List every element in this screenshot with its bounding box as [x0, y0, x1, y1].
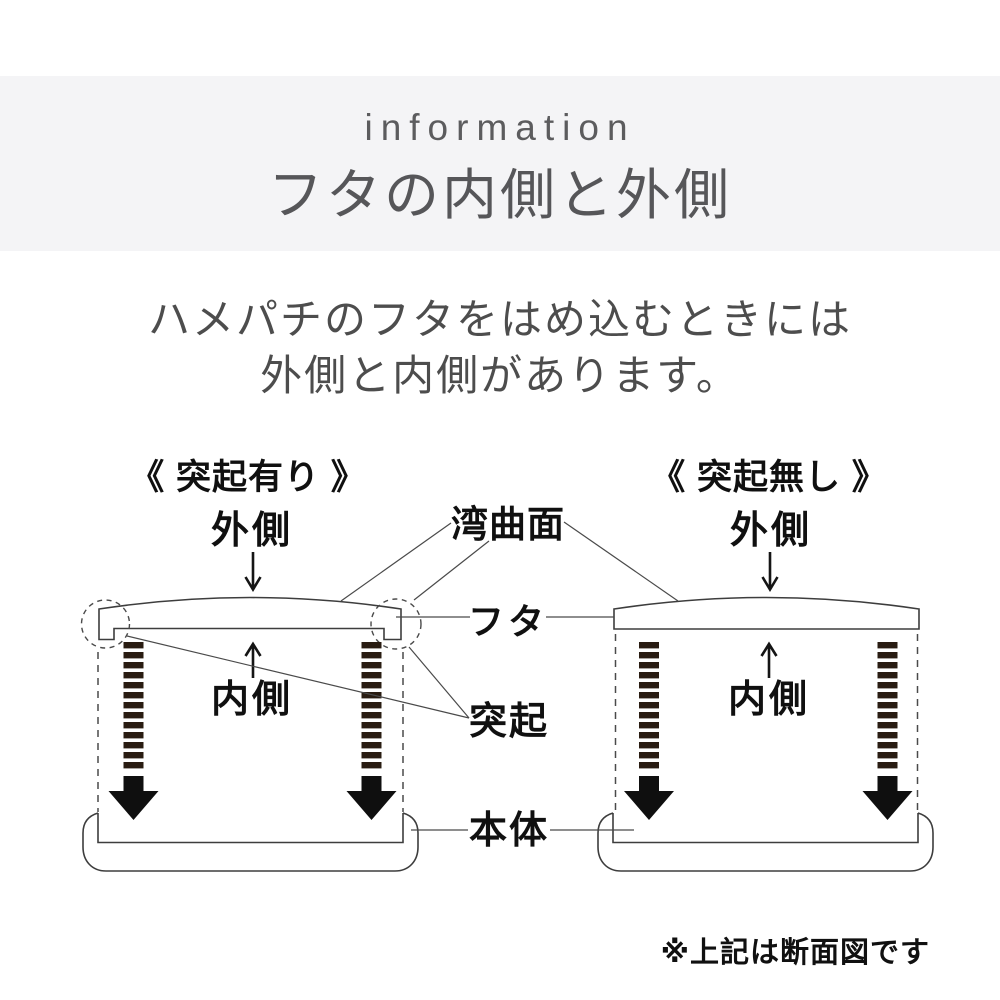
intro-line-2: 外側と内側があります。: [260, 352, 740, 399]
diagram-without-protrusion: 《 突起無し 》 外側 内側: [597, 458, 934, 872]
curved-surface-label: 湾曲面: [451, 503, 565, 545]
lid-plain-outline: [613, 596, 920, 630]
diagram-with-protrusion: 《 突起有り 》 外側 内側: [80, 458, 422, 872]
page-title: フタの内側と外側: [267, 164, 732, 226]
leader-protrusion-near: [408, 646, 470, 719]
header-band: information フタの内側と外側: [0, 76, 1000, 251]
press-arrow-left2-icon: [624, 776, 674, 820]
body-label: 本体: [469, 810, 549, 852]
outside-label-left: 外側: [211, 510, 293, 552]
intro-line-1: ハメパチのフタをはめ込むときには: [147, 296, 852, 343]
press-arrow-left-icon: [108, 776, 159, 820]
cross-section-diagram: 《 突起有り 》 外側 内側 《 突起無し 》 外側: [80, 458, 934, 872]
leader-curved-surface-corner: [413, 540, 490, 601]
protrusion-label: 突起: [469, 701, 549, 743]
press-hatch-right: [361, 642, 382, 769]
press-arrow-right-icon: [346, 776, 397, 820]
press-arrow-right2-icon: [862, 776, 913, 820]
press-hatch-left2: [639, 642, 659, 769]
up-arrow-right-icon: [760, 641, 778, 678]
down-arrow-left-icon: [244, 552, 262, 593]
outside-label-right: 外側: [730, 510, 812, 552]
inside-label-right: 内側: [728, 679, 810, 721]
down-arrow-right-icon: [761, 552, 779, 593]
lid-with-protrusion-outline: [98, 596, 402, 641]
header-eyebrow: information: [364, 107, 636, 148]
press-hatch-right2: [877, 642, 898, 769]
up-arrow-left-icon: [244, 641, 262, 678]
caption-with-protrusion: 《 突起有り 》: [129, 458, 366, 497]
body-outline-left: [82, 812, 419, 872]
lid-label: フタ: [468, 601, 548, 642]
inside-label-left: 内側: [211, 679, 293, 721]
leader-curved-surface-right: [563, 521, 679, 602]
footnote-text: ※上記は断面図です: [660, 937, 930, 969]
protrusion-circle-left: [80, 599, 131, 649]
leader-protrusion-far: [126, 635, 470, 719]
caption-without-protrusion: 《 突起無し 》: [650, 458, 887, 497]
protrusion-circle-right: [370, 598, 422, 650]
body-outline-right: [597, 812, 934, 872]
callout-labels: 湾曲面 フタ 突起 本体: [126, 503, 679, 852]
intro-text: ハメパチのフタをはめ込むときには 外側と内側があります。: [0, 292, 1000, 404]
press-hatch-left: [123, 642, 144, 769]
leader-curved-surface-left: [340, 522, 452, 602]
